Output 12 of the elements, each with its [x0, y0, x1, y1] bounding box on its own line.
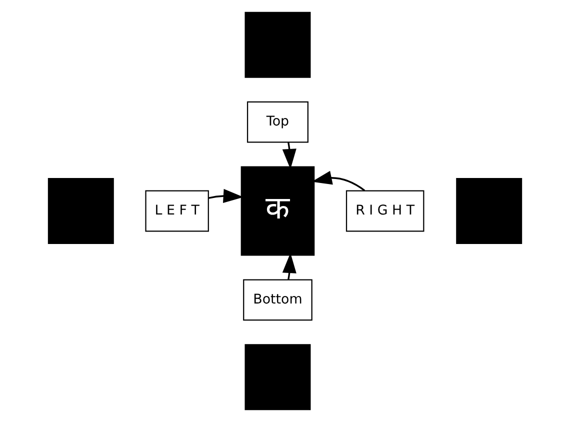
node-box: क: [240, 166, 314, 256]
arrow: [208, 188, 243, 203]
node-box: Bottom: [242, 279, 312, 321]
node-box: R I G H T: [345, 190, 424, 232]
node-box: [456, 178, 522, 244]
node-box: [47, 178, 114, 244]
node-box: [244, 344, 310, 410]
node-box: Top: [246, 101, 308, 143]
arrow: [282, 142, 296, 170]
node-box: L E F T: [144, 190, 208, 232]
arrow: [282, 252, 296, 280]
node-box: [244, 12, 310, 78]
